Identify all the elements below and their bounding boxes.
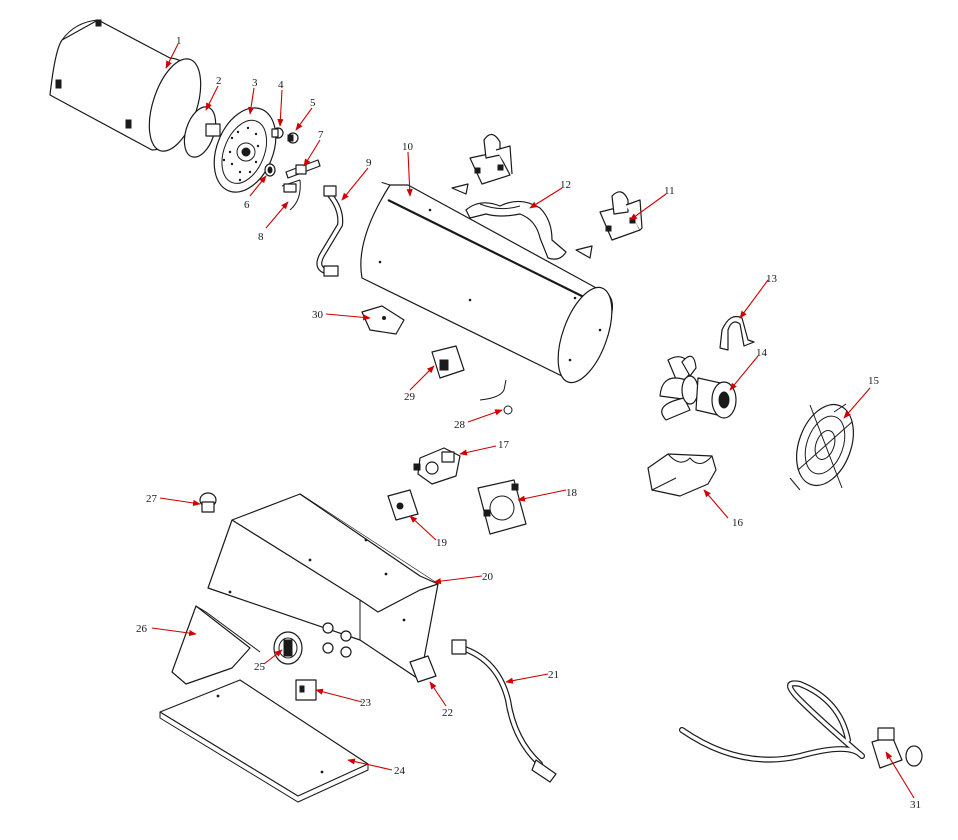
callout-leaders <box>151 43 915 799</box>
callout-5: 5 <box>310 97 316 109</box>
part-3-burner-disc <box>213 107 277 193</box>
part-19-switch-plate <box>387 489 419 521</box>
part-16-motor-bracket <box>647 453 717 497</box>
callout-28: 28 <box>454 419 466 431</box>
part-27-knob-cap <box>199 492 217 513</box>
callout-24: 24 <box>394 765 406 777</box>
callout-4: 4 <box>278 79 284 91</box>
callout-26: 26 <box>136 623 148 635</box>
part-6-nut <box>264 163 276 177</box>
part-17-gas-valve <box>413 447 461 485</box>
part-26-side-panel <box>171 605 261 685</box>
part-24-bottom-plate <box>159 679 369 803</box>
callout-19: 19 <box>436 537 448 549</box>
part-31-regulator-hose <box>679 680 923 769</box>
callout-1: 1 <box>176 35 182 47</box>
callout-8: 8 <box>258 231 264 243</box>
callout-3: 3 <box>252 77 258 89</box>
callout-25: 25 <box>254 661 266 673</box>
part-30-bracket <box>361 305 405 335</box>
part-8-thermocouple <box>281 179 301 211</box>
callout-17: 17 <box>498 439 510 451</box>
part-12-carry-handle <box>465 200 567 260</box>
part-7-electrode <box>285 159 321 179</box>
callout-18: 18 <box>566 487 578 499</box>
callout-27: 27 <box>146 493 158 505</box>
callout-29: 29 <box>404 391 416 403</box>
callout-10: 10 <box>402 141 414 153</box>
callout-14: 14 <box>756 347 768 359</box>
callout-6: 6 <box>244 199 250 211</box>
part-21-power-cord <box>451 639 557 783</box>
part-28-wire <box>479 379 513 415</box>
callout-16: 16 <box>732 517 744 529</box>
part-1-rear-shell <box>49 19 202 152</box>
part-22-connector <box>409 655 437 683</box>
part-29-relay-block <box>431 345 465 379</box>
callout-30: 30 <box>312 309 324 321</box>
callout-7: 7 <box>318 129 324 141</box>
part-11-handle-bracket-left <box>469 133 513 185</box>
callout-12: 12 <box>560 179 571 191</box>
part-10-main-housing <box>360 182 613 384</box>
callout-13: 13 <box>766 273 778 285</box>
part-9-gas-tube <box>316 185 344 277</box>
part-4-nozzle <box>271 127 284 139</box>
callout-21: 21 <box>548 669 559 681</box>
callout-2: 2 <box>216 75 222 87</box>
part-13-motor-strap <box>719 315 755 351</box>
callout-31: 31 <box>910 799 921 811</box>
callout-22: 22 <box>442 707 453 719</box>
part-14-fan-motor <box>659 355 737 421</box>
control-panel-knobs <box>322 622 352 658</box>
part-5-fitting <box>287 132 299 144</box>
part-18-control-box <box>477 479 527 535</box>
part-15-fan-guard <box>789 403 854 491</box>
callout-11: 11 <box>664 185 675 197</box>
callout-20: 20 <box>482 571 494 583</box>
callout-9: 9 <box>366 157 372 169</box>
callout-23: 23 <box>360 697 372 709</box>
callout-15: 15 <box>868 375 880 387</box>
handle-end-caps <box>451 183 593 259</box>
callout-numbers: 1 2 3 4 5 6 7 8 9 10 11 12 13 14 15 16 1… <box>136 35 921 811</box>
part-25-control-knob <box>273 631 303 665</box>
part-23-switch <box>295 679 317 701</box>
